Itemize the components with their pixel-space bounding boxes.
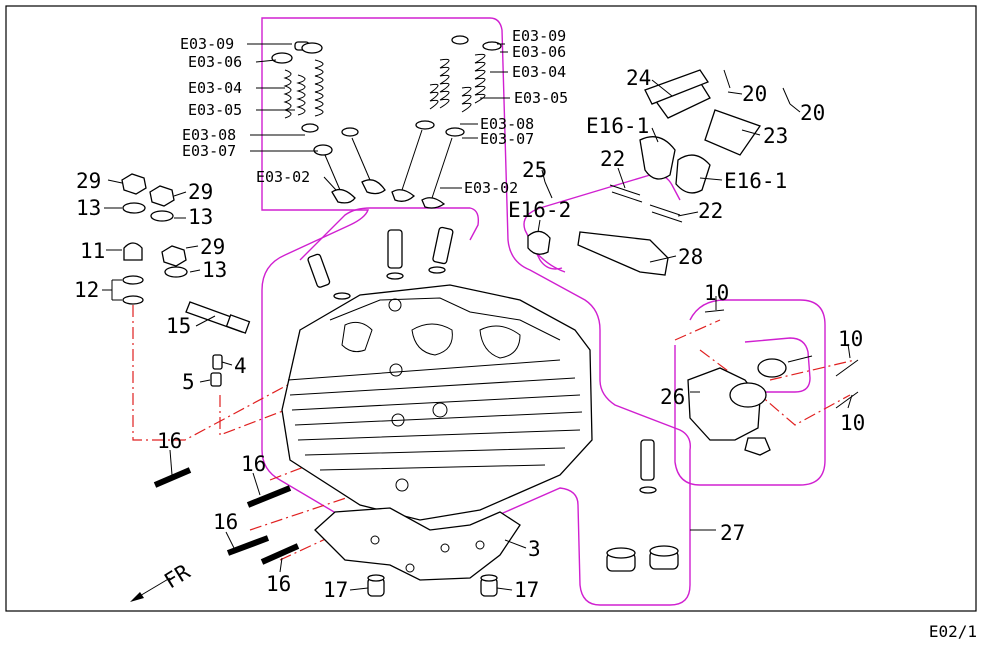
label-24: 24	[626, 66, 651, 90]
label-29-c: 29	[200, 235, 225, 259]
label-22-b: 22	[698, 199, 723, 223]
valve-guides	[307, 226, 657, 494]
label-13-a: 13	[76, 196, 101, 220]
label-17-a: 17	[323, 578, 348, 602]
label-e03-07-right: E03-07	[480, 130, 534, 148]
label-e16-1-a: E16-1	[586, 114, 649, 138]
label-12: 12	[74, 278, 99, 302]
label-15: 15	[166, 314, 191, 338]
label-29-a: 29	[76, 169, 101, 193]
label-11: 11	[80, 239, 105, 263]
label-28: 28	[678, 245, 703, 269]
label-e03-02-left: E03-02	[256, 168, 310, 186]
label-16-d: 16	[266, 572, 291, 596]
label-e03-04-right: E03-04	[512, 63, 566, 81]
label-e03-08-left: E03-08	[182, 126, 236, 144]
label-10-a: 10	[704, 281, 729, 305]
label-22-a: 22	[600, 147, 625, 171]
intake-manifold	[687, 309, 859, 456]
front-direction-arrow	[130, 577, 171, 602]
label-27: 27	[720, 521, 745, 545]
page-id: E02/1	[928, 622, 977, 641]
label-17-b: 17	[514, 578, 539, 602]
valve-set-right	[391, 35, 502, 209]
label-26: 26	[660, 385, 685, 409]
cylinder-head	[281, 284, 593, 521]
label-5: 5	[182, 370, 195, 394]
label-16-c: 16	[213, 510, 238, 534]
label-e03-09-left: E03-09	[180, 35, 234, 53]
part-labels: E03-09 E03-06 E03-04 E03-05 E03-08 E03-0…	[74, 27, 865, 602]
dowel-sleeves	[367, 574, 498, 597]
label-e16-1-b: E16-1	[724, 169, 787, 193]
label-20-a: 20	[742, 82, 767, 106]
label-e03-08-right: E03-08	[480, 115, 534, 133]
label-leaders	[102, 43, 853, 591]
label-20-b: 20	[800, 101, 825, 125]
label-e03-05-left: E03-05	[188, 101, 242, 119]
label-10-c: 10	[840, 411, 865, 435]
label-3: 3	[528, 537, 541, 561]
nuts-and-washers	[121, 173, 188, 305]
tappet-buckets	[606, 545, 679, 572]
label-4: 4	[234, 354, 247, 378]
label-29-b: 29	[188, 180, 213, 204]
label-25: 25	[522, 158, 547, 182]
label-13-b: 13	[188, 205, 213, 229]
label-10-b: 10	[838, 327, 863, 351]
throttle-assembly	[527, 69, 791, 276]
label-16-b: 16	[241, 452, 266, 476]
label-e03-06-left: E03-06	[188, 53, 242, 71]
label-e03-06-right: E03-06	[512, 43, 566, 61]
label-16-a: 16	[157, 429, 182, 453]
drawing-frame	[5, 5, 977, 612]
label-e03-05-right: E03-05	[514, 89, 568, 107]
spark-plug	[185, 301, 251, 334]
label-e03-02-right: E03-02	[464, 179, 518, 197]
label-13-c: 13	[202, 258, 227, 282]
valve-set-left	[271, 41, 386, 204]
label-e03-04-left: E03-04	[188, 79, 242, 97]
label-fr: FR	[160, 559, 194, 593]
manifold-group-outline	[674, 299, 826, 486]
dowel-pins	[210, 354, 223, 387]
label-e03-07-left: E03-07	[182, 142, 236, 160]
label-23: 23	[763, 124, 788, 148]
label-e03-09-right: E03-09	[512, 27, 566, 45]
head-gasket	[314, 507, 521, 581]
studs	[153, 467, 300, 565]
label-e16-2: E16-2	[508, 198, 571, 222]
